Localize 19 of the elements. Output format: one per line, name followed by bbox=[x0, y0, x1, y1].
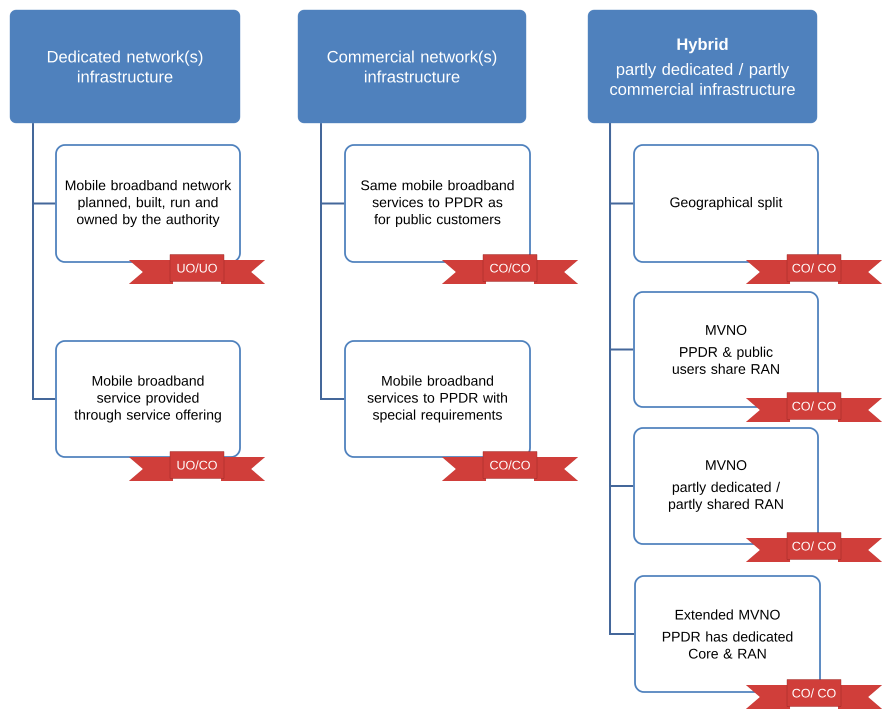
connector-line bbox=[320, 123, 344, 400]
ribbon-banner: CO/CO bbox=[442, 451, 578, 481]
ribbon-banner: UO/UO bbox=[129, 254, 265, 284]
service-box: Same mobile broadband services to PPDR as for public customers bbox=[344, 144, 531, 263]
service-box: Geographical split bbox=[633, 144, 819, 263]
ribbon-banner: CO/ CO bbox=[746, 254, 882, 284]
ribbon-banner: CO/ CO bbox=[746, 679, 882, 709]
header-box: Hybrid partly dedicated / partly commercial infrastructure bbox=[588, 10, 818, 124]
ribbon-banner: CO/ CO bbox=[746, 392, 882, 422]
header-box: Commercial network(s) infrastructure bbox=[298, 10, 526, 124]
ribbon-banner: CO/CO bbox=[442, 254, 578, 284]
service-box: Mobile broadband services to PPDR with special requirements bbox=[344, 340, 531, 458]
header-box: Dedicated network(s) infrastructure bbox=[10, 10, 240, 124]
connector-line bbox=[32, 123, 56, 400]
service-box: Mobile broadband network planned, built, run and owned by the authority bbox=[55, 144, 241, 263]
ribbon-banner: UO/CO bbox=[129, 451, 265, 481]
ribbon-banner: CO/ CO bbox=[746, 532, 882, 562]
service-box: Mobile broadband service provided through service offering bbox=[55, 340, 241, 458]
connector-line bbox=[609, 123, 634, 635]
